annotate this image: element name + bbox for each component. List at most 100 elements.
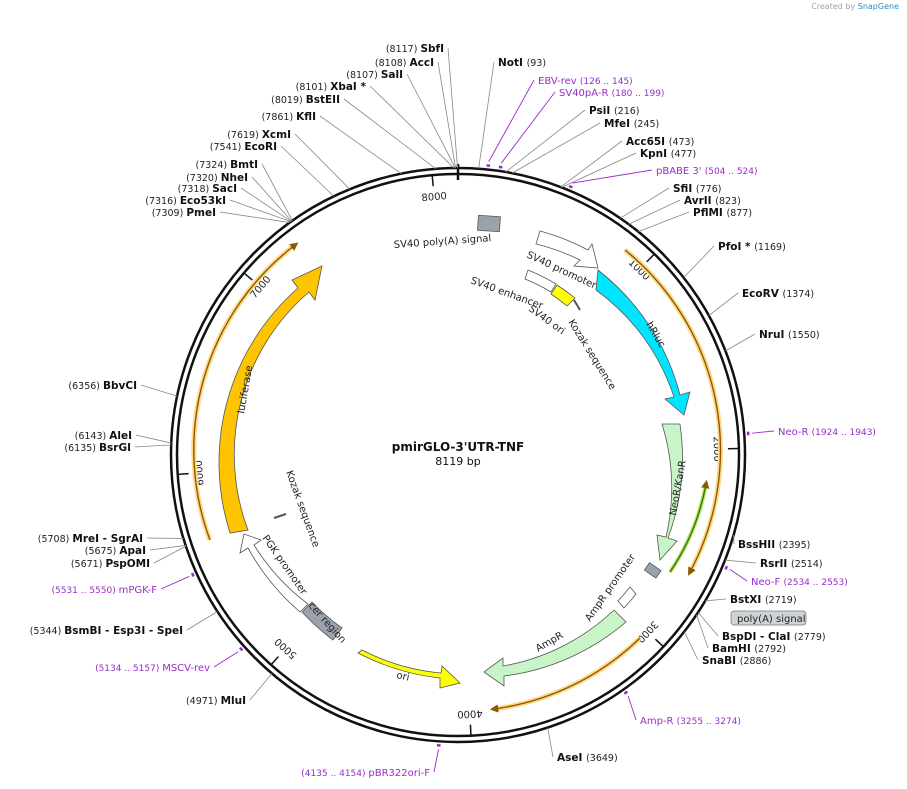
site-label: (7619) XcmI [227,129,291,141]
site: (5344) BsmBI - Esp3I - SpeI [30,611,218,637]
feature-sv40-polya [477,214,501,233]
primer-mark [190,572,195,577]
site-leader [369,85,455,169]
site-leader [319,115,402,175]
site-label: PflMI (877) [693,207,752,219]
site-label: (4971) MluI [186,695,246,707]
site-label: (8101) XbaI * [296,81,367,93]
primer-label: (5134 .. 5157) MSCV-rev [95,663,210,674]
primer-label: pBABE 3' (504 .. 524) [656,166,758,177]
site-label: RsrII (2514) [760,558,823,570]
plasmid-size: 8119 bp [435,455,480,468]
site-label: SnaBI (2886) [702,655,771,667]
primer: SV40pA-R (180 .. 199) [498,88,664,169]
site: (7619) XcmI [227,129,350,190]
feature-polya-small [643,562,662,579]
site: (7324) BmtI [196,159,293,221]
site-leader [708,292,739,316]
primer-label: SV40pA-R (180 .. 199) [559,88,664,99]
site: EcoRV (1374) [708,288,814,316]
primers-layer: EBV-rev (126 .. 145)SV40pA-R (180 .. 199… [51,76,875,779]
feature-label-cer: cer region [306,601,348,646]
site: BamHI (2792) [696,614,786,655]
site: KpnI (477) [561,148,696,188]
site: (7320) NheI [186,172,292,222]
feature-neo-arrow [656,423,683,561]
site-leader [153,545,187,564]
site: PflMI (877) [638,207,752,232]
feature-sv40-promoter-arrow [535,230,599,269]
primer: (5134 .. 5157) MSCV-rev [95,646,244,674]
site: BstXI (2719) [705,594,797,606]
site-leader [186,611,218,631]
tick-mark [270,656,279,666]
site-label: AseI (3649) [557,752,618,764]
primer-label: (5531 .. 5550) mPGK-F [51,585,157,596]
site-leader [547,727,554,758]
site-leader [251,176,292,222]
site-leader [406,73,456,169]
site-label: (7324) BmtI [196,159,258,171]
tick-mark [177,472,189,476]
orf-arc-ampr-core [489,637,641,713]
site-leader [725,559,757,564]
tick-label: 8000 [421,191,447,204]
primer: EBV-rev (126 .. 145) [486,76,633,168]
tick-mark [646,253,655,263]
primer-label: Amp-R (3255 .. 3274) [640,716,741,727]
site-label: (5675) ApaI [85,545,146,557]
site-leader [437,61,456,169]
feature-sv40-ori [550,284,576,307]
site-label: (8108) AccI [375,57,434,69]
site-leader [478,61,495,169]
site-label: PsiI (216) [589,105,639,117]
feature-ampr-arrow [483,609,627,687]
primer-leader [729,568,748,582]
site: PsiI (216) [505,105,639,173]
site-leader [561,152,637,188]
feature-hrluc-arrow [595,269,691,416]
site-label: (7541) EcoRI [210,141,277,153]
site-label: BstXI (2719) [730,594,797,606]
site-label: (7320) NheI [186,172,248,184]
site-leader [280,145,335,197]
primer: Amp-R (3255 .. 3274) [623,690,741,727]
site-label: (6356) BbvCI [68,380,137,392]
tick-mark [654,638,664,648]
site: BssHII (2395) [733,535,810,551]
site-leader [240,187,292,222]
site-label: MfeI (245) [604,118,659,130]
site-label: NotI (93) [498,57,546,69]
orf-arc-hrluc-core [624,249,722,576]
feature-kozak-bottom [273,513,287,519]
tick-mark [431,175,434,187]
primer-label: (4135 .. 4154) pBR322ori-F [301,768,430,779]
site: RsrII (2514) [725,558,823,570]
site-label: NruI (1550) [759,329,820,341]
site: NruI (1550) [725,329,820,352]
site: AvrII (823) [628,195,741,225]
primer-leader [213,651,239,668]
site: SfiI (776) [619,183,721,219]
site: (8117) SbfI [386,43,458,169]
site: BspDI - ClaI (2779) [697,611,826,643]
site-leader [140,384,178,397]
site-leader [135,434,172,444]
feature-pgk-promoter-arrow [239,533,309,613]
site-label: (6135) BsrGI [64,442,131,454]
site-leader [638,211,690,232]
site-leader [447,47,458,169]
primer-leader [160,576,190,590]
feature-cer-region [301,601,343,641]
primer-label: Neo-R (1924 .. 1943) [778,427,876,438]
site: (8101) XbaI * [296,81,455,169]
orf-arc-luciferase-core [193,242,299,541]
site: (7541) EcoRI [210,141,335,197]
site-leader [294,133,350,190]
site-label: (7316) Eco53kI [145,195,226,207]
site-label: (8019) BstEII [271,94,340,106]
site-leader [628,199,681,225]
site-leader [619,187,670,219]
site-leader [343,98,437,170]
